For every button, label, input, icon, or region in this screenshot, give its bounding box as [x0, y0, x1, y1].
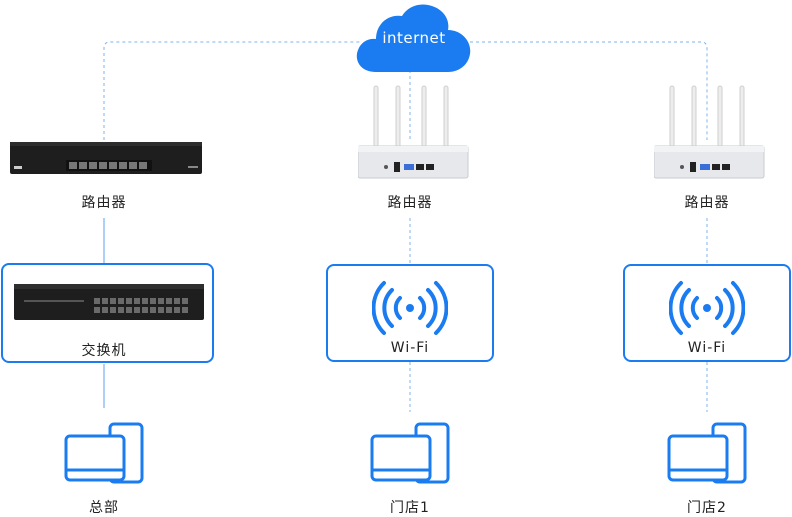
store1-router-label: 路由器: [387, 195, 433, 211]
store1-wifi-box: [326, 264, 494, 362]
wifi-icon: [668, 280, 746, 342]
router-antenna-icon: [357, 84, 470, 186]
store2-router-label: 路由器: [684, 195, 730, 211]
router-rack-icon: [10, 136, 202, 184]
computer-icon: [64, 422, 144, 488]
cloud-icon: [354, 2, 474, 78]
computer-icon: [667, 422, 747, 488]
store2-pc-label: 门店2: [687, 500, 727, 516]
wifi-icon: [371, 280, 449, 342]
store1-pc-label: 门店1: [390, 500, 430, 516]
router-antenna-icon: [653, 84, 766, 186]
hq-pc-label: 总部: [89, 500, 119, 516]
hq-switch-label: 交换机: [81, 343, 127, 359]
store2-wifi-label: Wi-Fi: [687, 340, 727, 356]
hq-router-label: 路由器: [81, 195, 127, 211]
computer-icon: [370, 422, 450, 488]
switch-icon: [14, 280, 204, 328]
store2-wifi-box: [623, 264, 791, 362]
store1-wifi-label: Wi-Fi: [390, 340, 430, 356]
cloud-label: internet: [382, 29, 446, 47]
